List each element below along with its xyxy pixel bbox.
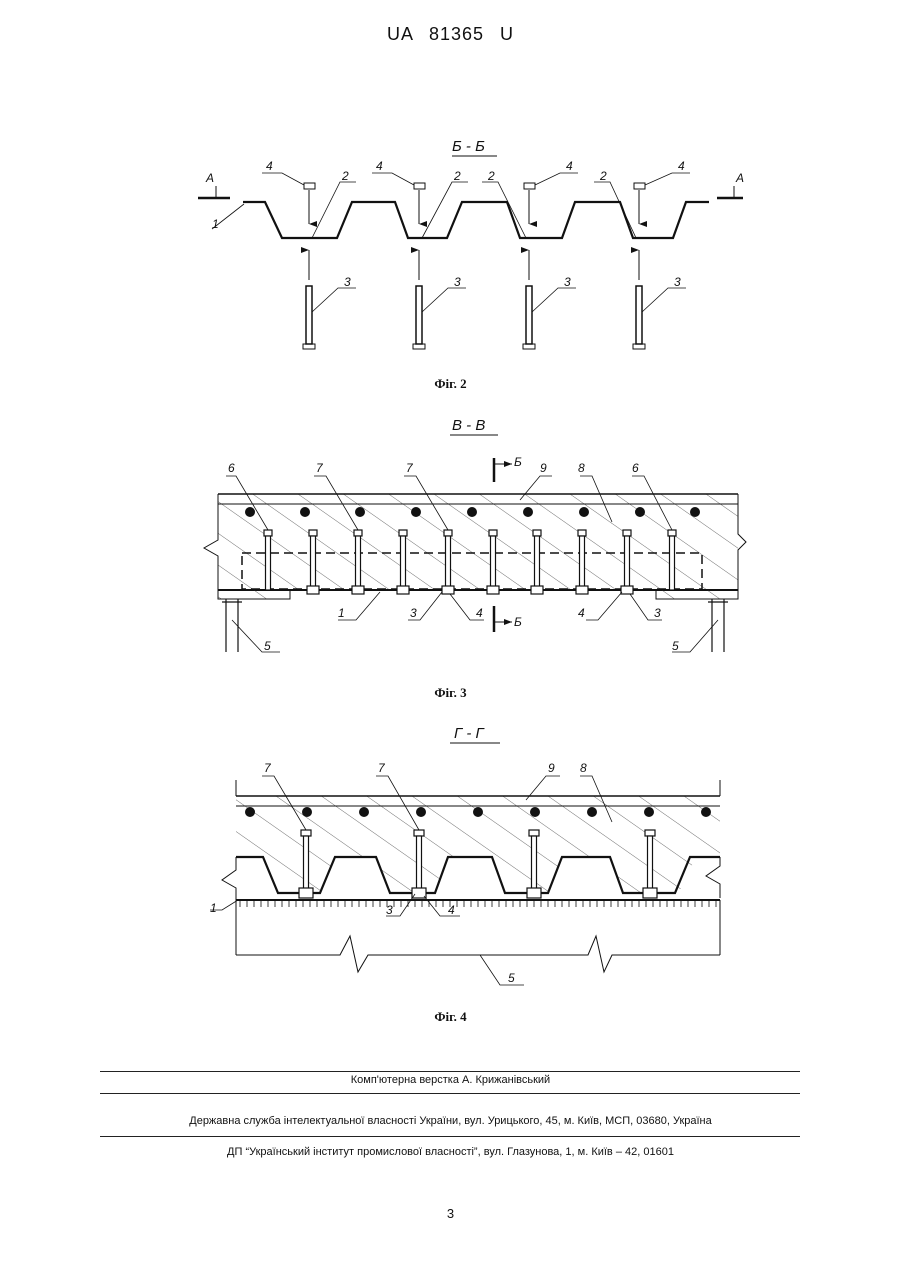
figure-4-caption: Фіг. 4 xyxy=(0,1009,901,1025)
fig4-label-9: 9 xyxy=(548,761,555,775)
footer-rule-middle xyxy=(100,1093,800,1094)
fig4-label-7b: 7 xyxy=(378,761,386,775)
footer-rule-bottom xyxy=(100,1136,800,1137)
fig4-label-4: 4 xyxy=(448,903,455,917)
agency-address: Державна служба інтелектуальної власност… xyxy=(0,1115,901,1127)
fig4-label-3: 3 xyxy=(386,903,393,917)
page-number: 3 xyxy=(0,1206,901,1221)
fig4-label-8: 8 xyxy=(580,761,587,775)
fig4-label-7a: 7 xyxy=(264,761,272,775)
figure-4-drawing: Г - Г 7 7 9 8 1 3 4 5 xyxy=(0,0,901,1040)
fig4-label-5: 5 xyxy=(508,971,515,985)
layout-credit: Комп'ютерна верстка А. Крижанівський xyxy=(0,1074,901,1086)
fig4-label-1: 1 xyxy=(210,901,217,915)
fig4-section-title: Г - Г xyxy=(454,725,485,742)
institute-address: ДП “Український інститут промислової вла… xyxy=(0,1146,901,1158)
footer-rule-top xyxy=(100,1071,800,1072)
